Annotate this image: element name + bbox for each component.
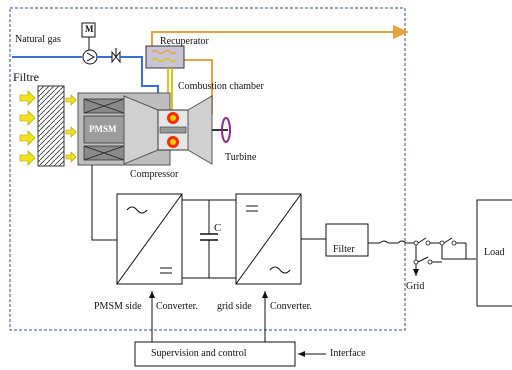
converter-2-label: Converter. bbox=[270, 301, 312, 312]
turbine-rotation-icon bbox=[221, 117, 231, 143]
pmsm-label: PMSM bbox=[89, 124, 117, 134]
load-box bbox=[476, 199, 512, 307]
natural-gas-label: Natural gas bbox=[15, 34, 61, 45]
capacitor-label: C bbox=[214, 222, 222, 234]
grid-label: Grid bbox=[406, 281, 425, 292]
system-boundary bbox=[9, 7, 406, 331]
intake-filter bbox=[37, 85, 65, 167]
converter-1-label: Converter. bbox=[156, 301, 198, 312]
filter-label: Filter bbox=[333, 244, 355, 255]
air-inlet-arrows bbox=[19, 90, 77, 166]
filtre-label: Filtre bbox=[13, 70, 39, 84]
compressor-label: Compressor bbox=[130, 169, 179, 180]
combustion-chamber-label: Combustion chamber bbox=[178, 81, 264, 92]
pmsm-rotor bbox=[83, 115, 125, 144]
flame-icon bbox=[167, 112, 179, 148]
pmsm-side-label: PMSM side bbox=[94, 301, 142, 312]
gas-valve-icon bbox=[111, 48, 121, 64]
turbine-shape bbox=[187, 95, 213, 165]
recuperator-label: Recuperator bbox=[160, 36, 209, 47]
turbine-label: Turbine bbox=[225, 152, 257, 163]
recuperator-box bbox=[145, 45, 185, 69]
grid-side-label: grid side bbox=[217, 301, 252, 312]
supervision-box bbox=[134, 341, 296, 367]
exhaust-line-top bbox=[151, 25, 409, 50]
load-label: Load bbox=[484, 247, 505, 258]
supervision-label: Supervision and control bbox=[151, 348, 247, 359]
output-filter bbox=[325, 223, 369, 257]
gas-pump-icon bbox=[82, 49, 98, 65]
interface-label: Interface bbox=[330, 348, 366, 359]
motor-label: M bbox=[85, 24, 94, 34]
